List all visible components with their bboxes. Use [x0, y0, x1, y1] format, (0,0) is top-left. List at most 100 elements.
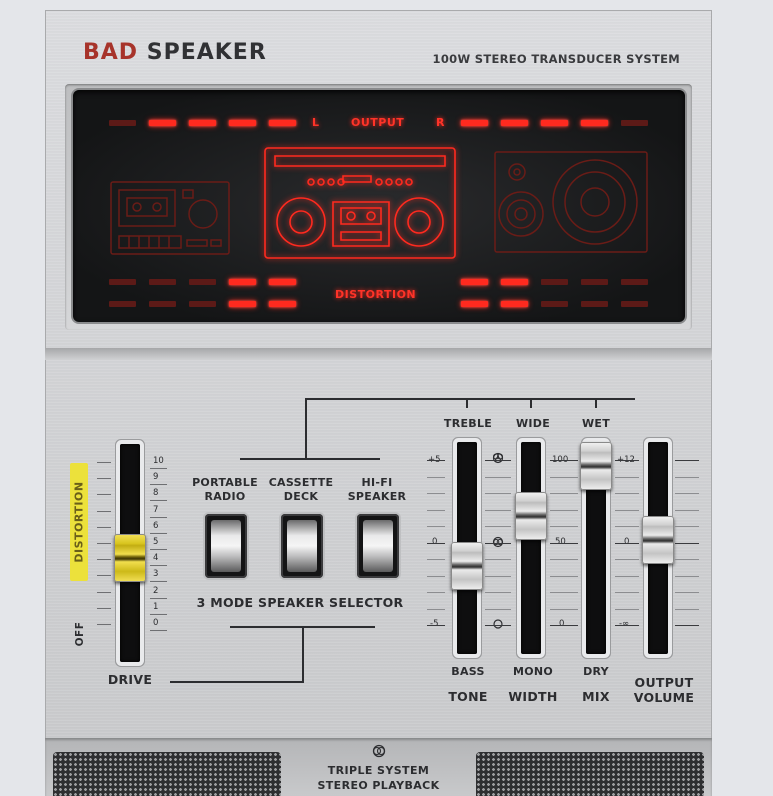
meter-left-seg-5	[269, 120, 296, 126]
fader-scale-line	[550, 542, 578, 544]
fader-scale-line	[675, 625, 699, 626]
drive-scale-line	[150, 597, 167, 599]
mix-bottom-label: DRY	[583, 665, 609, 678]
width-fader-track[interactable]	[521, 442, 541, 654]
meter-right-label: R	[436, 116, 445, 129]
speaker-grille-right	[476, 752, 704, 796]
fader-scale-line	[427, 608, 445, 610]
connector-mix-drop	[595, 398, 597, 408]
fader-scale-line	[427, 592, 445, 593]
fader-scale-line	[427, 625, 445, 626]
fader-scale-line	[427, 526, 445, 527]
dist-right-row2-seg1	[461, 301, 488, 307]
fader-scale-line	[675, 575, 699, 577]
fader-scale-line	[485, 542, 511, 544]
drive-scale-line-left	[97, 478, 111, 480]
fader-scale-line	[485, 509, 511, 511]
fader-scale-line	[615, 542, 639, 544]
fader-scale-line	[550, 592, 578, 593]
dist-right-row1-seg1	[461, 279, 488, 285]
fader-scale-line	[675, 493, 699, 494]
fader-scale-line	[550, 476, 578, 478]
output-scale-bot: -∞	[619, 619, 630, 629]
dist-right-row2-seg5	[621, 301, 648, 307]
meter-right-seg-4	[581, 120, 608, 126]
width-fader-handle[interactable]	[515, 492, 547, 540]
fader-scale-line	[615, 526, 639, 527]
drive-scale-line	[150, 630, 167, 631]
mode-portable-radio-button[interactable]	[205, 514, 247, 578]
fader-scale-line	[485, 625, 511, 626]
fader-scale-line	[550, 460, 578, 461]
dist-left-row1-seg5	[269, 279, 296, 285]
tone-fader-handle[interactable]	[451, 542, 483, 590]
triple-rings-icon	[372, 744, 386, 758]
dist-right-row1-seg3	[541, 279, 568, 285]
fader-scale-line	[675, 608, 699, 610]
width-stereo-icon	[492, 452, 504, 464]
fader-scale-line	[485, 476, 511, 478]
drive-scale-line-left	[97, 624, 111, 625]
speaker-icons	[73, 90, 685, 322]
mode-switch-cap	[211, 520, 241, 572]
speaker-selector-title: 3 MODE SPEAKER SELECTOR	[196, 595, 404, 610]
drive-scale-line-left	[97, 559, 111, 561]
fader-scale-line	[550, 608, 578, 610]
fader-scale-line	[615, 608, 639, 610]
fader-scale-line	[675, 460, 699, 461]
fader-scale-line	[615, 592, 639, 593]
dist-right-row1-seg2	[501, 279, 528, 285]
distortion-label: DISTORTION	[335, 288, 417, 301]
width-top-label: WIDE	[515, 417, 551, 430]
mix-fader-track[interactable]	[586, 442, 606, 654]
fader-scale-line	[427, 575, 445, 577]
fader-scale-line	[550, 493, 578, 494]
drive-scale-line	[150, 532, 167, 534]
dist-right-row2-seg3	[541, 301, 568, 307]
fader-scale-line	[550, 509, 578, 511]
drive-scale-line	[150, 613, 167, 615]
hifi-speaker-icon	[495, 152, 647, 252]
drive-scale-tick: 0	[153, 618, 159, 628]
dist-left-row2-seg1	[109, 301, 136, 307]
dist-left-row2-seg5	[269, 301, 296, 307]
dist-right-row1-seg5	[621, 279, 648, 285]
drive-scale-tick: 6	[153, 520, 159, 531]
dist-right-row2-seg2	[501, 301, 528, 307]
drive-scale-tick: 7	[153, 504, 159, 515]
drive-scale-line	[150, 484, 167, 486]
mix-fader-handle[interactable]	[580, 442, 612, 490]
footer-line2: STEREO PLAYBACK	[317, 779, 440, 792]
drive-scale-line	[150, 549, 167, 550]
fader-scale-line	[615, 460, 639, 461]
drive-scale-line-left	[97, 607, 111, 609]
drive-scale-line	[150, 581, 167, 583]
fader-scale-line	[485, 526, 511, 527]
header: BAD SPEAKER 100W STEREO TRANSDUCER SYSTE…	[45, 10, 712, 90]
drive-fader-handle[interactable]	[114, 534, 146, 582]
connector-top-stem	[305, 398, 307, 460]
drive-scale-line-left	[97, 510, 111, 512]
fader-scale-line	[485, 460, 511, 461]
meter-left-label: L	[312, 116, 320, 129]
dist-left-row1-seg2	[149, 279, 176, 285]
lcd-display: L OUTPUT R	[73, 90, 685, 322]
mode-switch-cap	[363, 520, 393, 572]
connector-bottom-stem	[302, 626, 304, 682]
fader-scale-line	[427, 460, 445, 461]
mix-scale-bot: 0	[559, 619, 565, 629]
dist-left-row1-seg3	[189, 279, 216, 285]
width-dual-icon	[492, 536, 504, 548]
fader-scale-line	[550, 625, 578, 626]
mode-cassette-deck-button[interactable]	[281, 514, 323, 578]
mix-scale-mid: 50	[555, 537, 566, 547]
output-volume-fader-handle[interactable]	[642, 516, 674, 564]
drive-scale-line	[150, 516, 167, 518]
speaker-grille-left	[53, 752, 281, 796]
dist-right-row2-seg4	[581, 301, 608, 307]
connector-width-drop	[530, 398, 532, 408]
mode-hifi-speaker-button[interactable]	[357, 514, 399, 578]
fader-scale-line	[615, 476, 639, 478]
meter-left-seg-4	[229, 120, 256, 126]
